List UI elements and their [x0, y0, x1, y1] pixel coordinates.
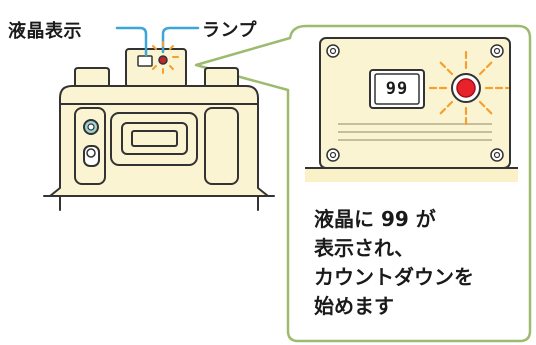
lamp-flash-icon [426, 48, 510, 128]
device-illustration [43, 48, 275, 211]
lid-band [59, 85, 259, 105]
leader-lines [115, 26, 200, 57]
control-panel [125, 48, 187, 88]
zoom-lamp [456, 78, 476, 98]
callout-line-1: 液晶に 99 が [314, 207, 436, 231]
callout-description: 液晶に 99 が 表示され、 カウントダウンを 始めます [314, 205, 474, 321]
lamp-flash-icon-small [152, 41, 179, 74]
callout-line-3: カウントダウンを [314, 265, 474, 289]
right-handle [204, 67, 239, 87]
right-panel [204, 107, 239, 185]
ground [305, 168, 518, 182]
mini-lcd [137, 55, 153, 67]
callout-line-4: 始めます [314, 294, 394, 318]
lcd-leader-line [115, 26, 148, 57]
lamp-label: ランプ [202, 20, 257, 41]
lamp-leader-line [161, 26, 200, 54]
front-window-inner [131, 130, 178, 147]
callout-line-2: 表示され、 [314, 236, 415, 260]
lcd-digits: 99 [385, 79, 409, 99]
zoomed-panel [305, 37, 518, 182]
mini-lamp [158, 55, 168, 65]
left-handle [74, 67, 110, 87]
zoom-lcd-screen [374, 73, 420, 105]
lcd-display-label: 液晶表示 [8, 21, 82, 42]
